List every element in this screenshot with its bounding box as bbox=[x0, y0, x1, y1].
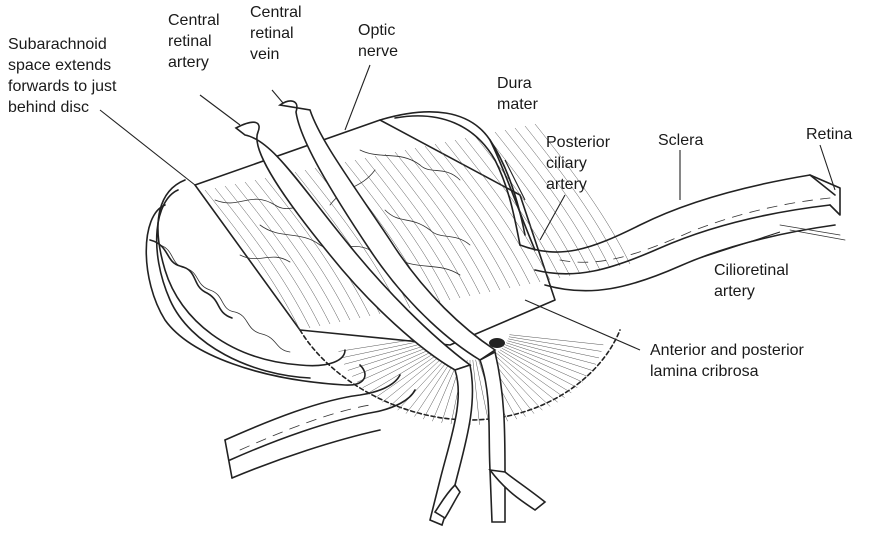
label-central-retinal-artery: Central retinal artery bbox=[168, 10, 220, 73]
lamina-hatch-stroke bbox=[509, 337, 602, 352]
label-subarachnoid-space: Subarachnoid space extends forwards to j… bbox=[8, 34, 116, 118]
label-central-retinal-vein: Central retinal vein bbox=[250, 2, 302, 65]
label-cilioretinal-artery: Cilioretinal artery bbox=[714, 260, 789, 302]
label-line: Posterior bbox=[546, 132, 610, 153]
label-line: ciliary bbox=[546, 153, 610, 174]
label-line: Optic bbox=[358, 20, 398, 41]
label-line: artery bbox=[546, 174, 610, 195]
label-line: artery bbox=[168, 52, 220, 73]
label-posterior-ciliary-artery: Posterior ciliary artery bbox=[546, 132, 610, 195]
label-line: Retina bbox=[806, 124, 852, 145]
label-dura-mater: Dura mater bbox=[497, 73, 538, 115]
lamina-hatch-stroke bbox=[507, 341, 596, 364]
lamina-hatch-stroke bbox=[398, 355, 449, 410]
label-line: Dura bbox=[497, 73, 538, 94]
label-line: Central bbox=[250, 2, 302, 23]
nerve-fiber-stroke bbox=[425, 146, 520, 286]
label-line: nerve bbox=[358, 41, 398, 62]
sclera-band-lower bbox=[225, 375, 415, 478]
label-line: Anterior and posterior bbox=[650, 340, 804, 361]
leader-lines bbox=[100, 65, 835, 350]
label-line: artery bbox=[714, 281, 789, 302]
label-line: vein bbox=[250, 44, 302, 65]
label-line: Central bbox=[168, 10, 220, 31]
label-line: retinal bbox=[168, 31, 220, 52]
label-line: retinal bbox=[250, 23, 302, 44]
central-retinal-vessels bbox=[236, 101, 545, 525]
lamina-hatch-stroke bbox=[508, 339, 599, 358]
label-lamina-cribrosa: Anterior and posterior lamina cribrosa bbox=[650, 340, 804, 382]
subarachnoid-sheath bbox=[146, 180, 365, 385]
nerve-fiber-stroke bbox=[435, 144, 530, 284]
lamina-hatch-stroke bbox=[473, 360, 480, 425]
label-line: space extends bbox=[8, 55, 116, 76]
label-line: behind disc bbox=[8, 97, 116, 118]
label-line: forwards to just bbox=[8, 76, 116, 97]
label-retina: Retina bbox=[806, 124, 852, 145]
label-line: lamina cribrosa bbox=[650, 361, 804, 382]
label-line: Cilioretinal bbox=[714, 260, 789, 281]
label-optic-nerve: Optic nerve bbox=[358, 20, 398, 62]
nerve-fiber-stroke bbox=[415, 148, 510, 288]
lamina-hatch-stroke bbox=[506, 343, 592, 371]
lamina-hatch-stroke bbox=[382, 353, 444, 402]
lamina-hatch-stroke bbox=[496, 353, 558, 402]
label-sclera: Sclera bbox=[658, 130, 703, 151]
label-line: Subarachnoid bbox=[8, 34, 116, 55]
nerve-fiber-stroke bbox=[405, 150, 500, 290]
label-line: mater bbox=[497, 94, 538, 115]
label-line: Sclera bbox=[658, 130, 703, 151]
lamina-hatch-stroke bbox=[510, 335, 604, 345]
